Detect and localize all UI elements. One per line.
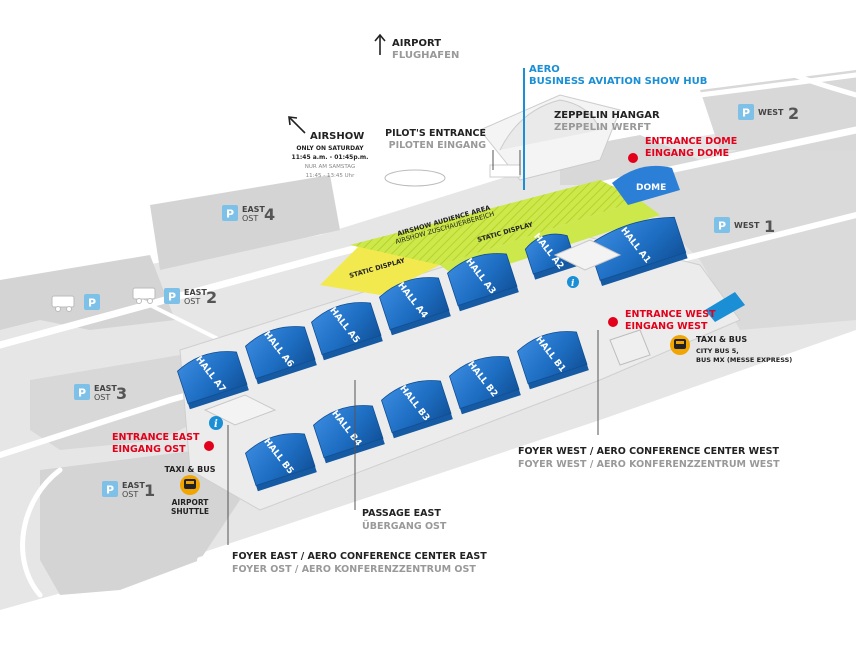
parking-sign-camper[interactable]: P bbox=[84, 294, 100, 310]
parking-sign-west1[interactable]: P WEST 1 bbox=[714, 217, 775, 236]
zeppelin-icon bbox=[384, 169, 446, 187]
parking-label-de: OST bbox=[122, 490, 138, 499]
hall-b3[interactable]: HALL B3 bbox=[379, 373, 453, 439]
zeppelin-label: ZEPPELIN HANGAR bbox=[554, 110, 660, 121]
parking-p-letter: P bbox=[78, 387, 86, 400]
entrance-east-label: ENTRANCE EAST bbox=[112, 432, 200, 443]
taxi-west-title: TAXI & BUS bbox=[696, 335, 747, 344]
parking-p-letter: P bbox=[718, 220, 726, 233]
entrance-west-label: ENTRANCE WEST bbox=[625, 309, 716, 320]
aero-hub-label: BUSINESS AVIATION SHOW HUB bbox=[529, 76, 707, 87]
hall-b4[interactable]: HALL B4 bbox=[311, 398, 385, 464]
pilots-entrance-label: PILOT'S ENTRANCE bbox=[385, 128, 486, 139]
pond bbox=[705, 292, 745, 322]
foyer-buildings bbox=[203, 239, 651, 426]
parking-label: EAST bbox=[242, 205, 265, 214]
airshow-arrow-icon bbox=[288, 116, 306, 134]
airshow-audience-area bbox=[350, 180, 640, 265]
aero-label: AERO bbox=[529, 64, 560, 75]
entrance-west-label-de: EINGANG WEST bbox=[625, 321, 708, 332]
parking-number: 2 bbox=[788, 104, 799, 123]
parking-number: 3 bbox=[116, 384, 127, 403]
passage-east-label: PASSAGE EAST bbox=[362, 508, 441, 519]
foyer-west-label-de: FOYER WEST / AERO KONFERENZZENTRUM WEST bbox=[518, 459, 780, 470]
parking-p-letter: P bbox=[226, 208, 234, 221]
bus-icon-east bbox=[180, 475, 200, 495]
taxi-east-line1: AIRPORT bbox=[172, 498, 210, 507]
dome-label: DOME bbox=[636, 183, 666, 193]
hall-b5[interactable]: HALL B5 bbox=[243, 426, 317, 492]
airport-label: AIRPORT bbox=[392, 38, 441, 49]
entrance-dome-label: ENTRANCE DOME bbox=[645, 136, 737, 147]
parking-p-letter: P bbox=[88, 297, 96, 310]
hall-b2[interactable]: HALL B2 bbox=[447, 349, 521, 415]
parking-sign-west2[interactable]: P WEST 2 bbox=[738, 104, 799, 123]
svg-text:i: i bbox=[214, 419, 218, 430]
camper-icon-2 bbox=[132, 287, 156, 304]
svg-text:i: i bbox=[571, 279, 575, 289]
hall-a6[interactable]: HALL A6 bbox=[243, 319, 317, 385]
zeppelin-label-de: ZEPPELIN WERFT bbox=[554, 122, 651, 133]
parking-number: 2 bbox=[206, 288, 217, 307]
foyer-east-label: FOYER EAST / AERO CONFERENCE CENTER EAST bbox=[232, 551, 487, 562]
parking-p-letter: P bbox=[106, 484, 114, 497]
foyer-east-label-de: FOYER OST / AERO KONFERENZZENTRUM OST bbox=[232, 564, 476, 575]
parking-label: WEST bbox=[758, 108, 784, 117]
airshow-times-2: 11:45 a.m. - 01:45p.m. bbox=[292, 154, 369, 161]
taxi-east-line2: SHUTTLE bbox=[171, 507, 209, 516]
entrance-east-label-de: EINGANG OST bbox=[112, 444, 186, 455]
hall-a1[interactable]: HALL A1 bbox=[587, 211, 688, 287]
parking-label: EAST bbox=[94, 384, 117, 393]
parking-label: EAST bbox=[184, 288, 207, 297]
camper-icon bbox=[51, 295, 75, 312]
bus-icon-west bbox=[670, 335, 690, 355]
hall-a2[interactable]: HALL A2 bbox=[522, 224, 578, 280]
entrance-west-marker[interactable] bbox=[608, 317, 618, 327]
hall-a3[interactable]: HALL A3 bbox=[445, 246, 519, 312]
passage-east-label-de: ÜBERGANG OST bbox=[362, 521, 447, 532]
parking-number: 4 bbox=[264, 205, 275, 224]
info-icon-east[interactable]: i bbox=[209, 416, 223, 430]
airshow-times-1: ONLY ON SATURDAY bbox=[296, 145, 364, 152]
hall-a7[interactable]: HALL A7 bbox=[175, 344, 249, 410]
dome-building: DOME bbox=[612, 165, 680, 205]
parking-label-de: OST bbox=[94, 393, 110, 402]
taxi-west-line1: CITY BUS 5, bbox=[696, 347, 739, 355]
foyer-west-label: FOYER WEST / AERO CONFERENCE CENTER WEST bbox=[518, 446, 779, 457]
parking-p-letter: P bbox=[168, 291, 176, 304]
pilots-entrance-label-de: PILOTEN EINGANG bbox=[389, 140, 487, 151]
airshow-label: AIRSHOW bbox=[310, 131, 364, 142]
hall-a4[interactable]: HALL A4 bbox=[377, 270, 451, 336]
entrance-east-marker[interactable] bbox=[204, 441, 214, 451]
parking-number: 1 bbox=[764, 217, 775, 236]
parking-number: 1 bbox=[144, 481, 155, 500]
airport-label-de: FLUGHAFEN bbox=[392, 50, 459, 61]
aero-hub-hangar bbox=[479, 94, 621, 181]
info-icon-west[interactable]: i bbox=[567, 276, 579, 289]
taxi-west-line2: BUS MX (MESSE EXPRESS) bbox=[696, 356, 792, 364]
entrance-dome-label-de: EINGANG DOME bbox=[645, 148, 729, 159]
airshow-times-4: 11:45 - 13:45 Uhr bbox=[306, 173, 355, 179]
entrance-dome-marker[interactable] bbox=[628, 153, 638, 163]
parking-p-letter: P bbox=[742, 107, 750, 120]
parking-label-de: OST bbox=[184, 297, 200, 306]
hall-b1[interactable]: HALL B1 bbox=[515, 324, 589, 390]
airport-arrow-icon bbox=[374, 33, 386, 55]
parking-label-de: OST bbox=[242, 214, 258, 223]
hall-a5[interactable]: HALL A5 bbox=[309, 295, 383, 361]
airshow-times-3: NUR AM SAMSTAG bbox=[305, 164, 355, 170]
taxi-east-title: TAXI & BUS bbox=[164, 465, 215, 474]
leader-lines bbox=[227, 68, 599, 545]
parking-label: EAST bbox=[122, 481, 145, 490]
parking-label: WEST bbox=[734, 221, 760, 230]
